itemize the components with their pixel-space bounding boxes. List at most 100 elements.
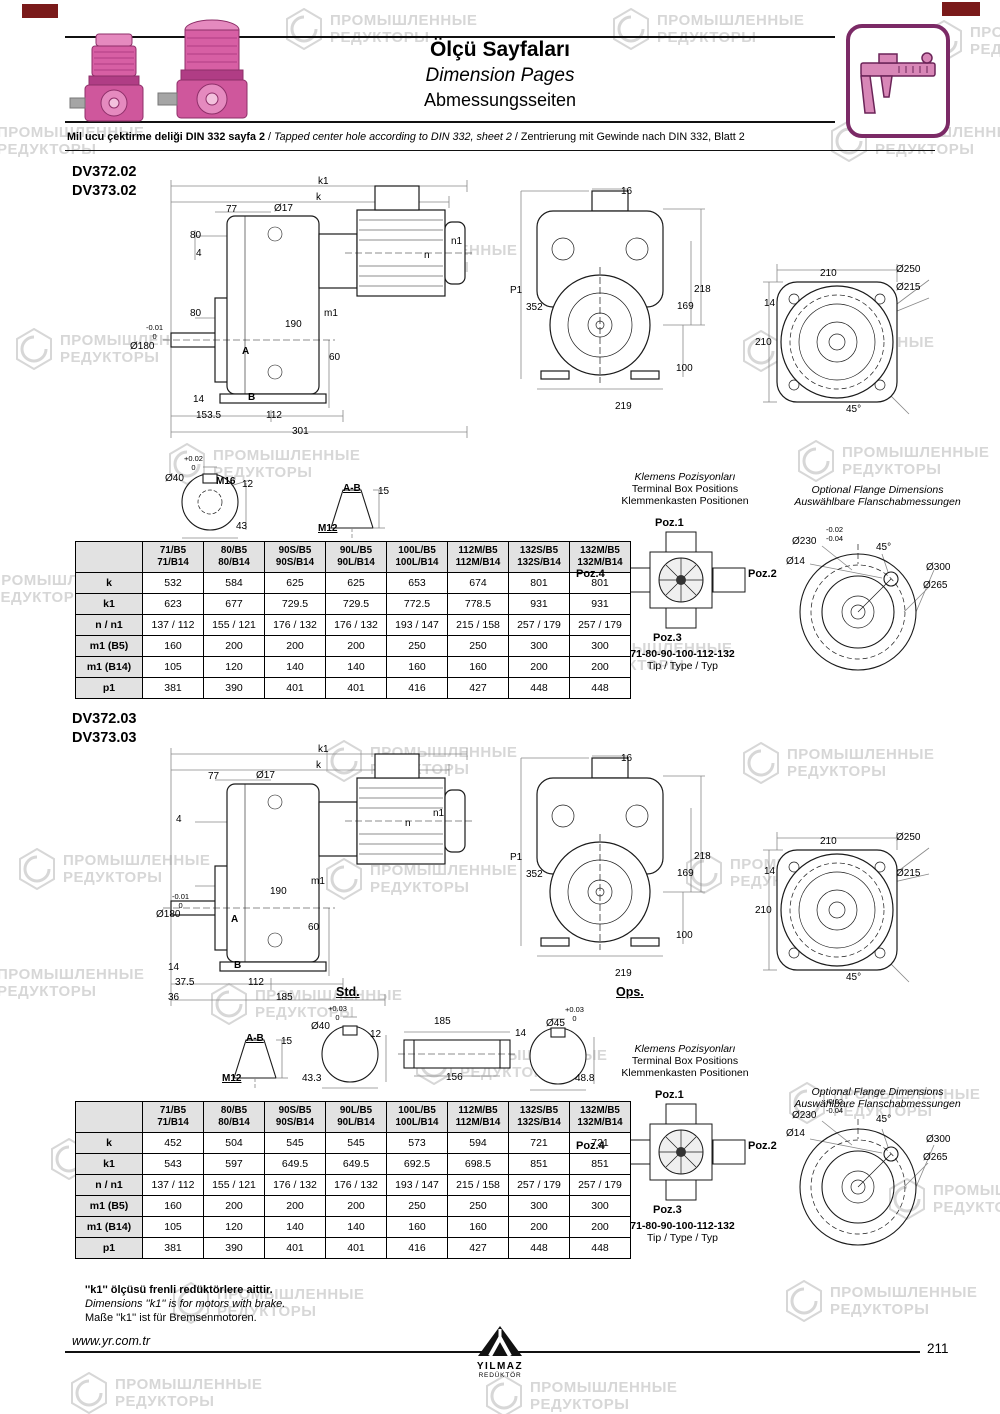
- dim-tol-230: -0.02 -0.04: [826, 525, 844, 543]
- caliper-icon: [860, 52, 936, 114]
- table-cell: 390: [203, 1237, 265, 1259]
- table-cell: 729.5: [264, 593, 326, 615]
- watermark-line2: РЕДУКТОРЫ: [115, 1393, 215, 1410]
- table-cell: 416: [386, 677, 448, 699]
- table-cell: 200: [508, 656, 570, 678]
- table-cell: 625: [264, 572, 326, 594]
- dim-4: 4: [176, 814, 182, 825]
- type-range-label: Tip / Type / Typ: [646, 660, 718, 672]
- dim-352: 352: [526, 302, 543, 313]
- terminal-title-de: Klemmenkasten Positionen: [621, 495, 749, 507]
- dim-p1: P1: [510, 852, 523, 863]
- table-cell: 532: [142, 572, 204, 594]
- watermark-line1: ПРОМЫШЛЕННЫЕ: [970, 23, 1000, 41]
- table-cell: 215 / 158: [447, 1174, 509, 1196]
- dim-o14: Ø14: [786, 1128, 805, 1139]
- table-cell: 448: [569, 677, 631, 699]
- dim-112: 112: [266, 410, 282, 421]
- dim-tol-180: -0.01 0: [172, 892, 190, 910]
- table-cell: 623: [142, 593, 204, 615]
- model-codes-section1: DV372.02 DV373.02: [72, 163, 137, 201]
- dim-o45: Ø45: [546, 1018, 565, 1029]
- dim-m1: m1: [324, 308, 338, 319]
- dim-a-marker: A: [231, 914, 239, 925]
- table-cell: 200: [325, 635, 387, 657]
- shaft-detail-drawing-1: [181, 466, 251, 539]
- website-link[interactable]: www.yr.com.tr: [72, 1334, 151, 1348]
- type-range-values: 71-80-90-100-112-132: [630, 648, 735, 660]
- dim-p1: P1: [510, 285, 523, 296]
- table-cell: 257 / 179: [508, 1174, 570, 1196]
- table-cell: 653: [386, 572, 448, 594]
- dim-12: 12: [242, 479, 254, 490]
- watermark-hexagon-icon: [743, 742, 779, 784]
- watermark-line1: ПРОМЫШЛЕННЫЕ: [830, 1283, 978, 1301]
- dim-15: 15: [281, 1036, 293, 1047]
- dim-o215: Ø215: [896, 282, 921, 293]
- table-cell: 452: [142, 1132, 204, 1154]
- poz2-label: Poz.2: [748, 568, 777, 580]
- dim-45deg-opt: 45°: [876, 542, 892, 553]
- table-cell: 250: [447, 635, 509, 657]
- table-cell: 140: [325, 656, 387, 678]
- dim-o40: Ø40: [311, 1021, 330, 1032]
- table-cell: 160: [447, 1216, 509, 1238]
- dim-b-marker: B: [248, 392, 256, 403]
- table-cell: 155 / 121: [203, 614, 265, 636]
- table-cell: 176 / 132: [264, 1174, 326, 1196]
- dim-tol-40: +0.02 0: [184, 454, 203, 472]
- table-cell: 257 / 179: [508, 614, 570, 636]
- dim-o215: Ø215: [896, 868, 921, 879]
- watermark-line1: ПРОМЫШЛЕННЫЕ: [842, 443, 990, 461]
- model-code: DV372.03: [72, 711, 137, 727]
- table-cell: 250: [386, 635, 448, 657]
- row-label: k: [75, 1132, 143, 1154]
- watermark-hexagon-icon: [19, 848, 55, 890]
- poz3-label: Poz.3: [653, 632, 682, 644]
- table-cell: 597: [203, 1153, 265, 1175]
- table-cell: 200: [264, 1195, 326, 1217]
- watermark-line2: РЕДУКТОРЫ: [842, 461, 942, 478]
- model-codes-section2: DV372.03 DV373.03: [72, 710, 137, 748]
- header-rule-top: [65, 36, 835, 38]
- table-cell: 176 / 132: [264, 614, 326, 636]
- dim-218: 218: [694, 284, 711, 295]
- brand-name: YILMAZ: [476, 1361, 524, 1372]
- dim-4: 4: [196, 248, 202, 259]
- optional-flange-title-de: Auswählbare Flanschabmessungen: [794, 496, 961, 508]
- watermark-line1: ПРОМЫШЛЕННЫЕ: [657, 11, 805, 29]
- dim-190: 190: [270, 886, 287, 897]
- table-cell: 721: [508, 1132, 570, 1154]
- dim-190: 190: [285, 319, 302, 330]
- poz3-label: Poz.3: [653, 1204, 682, 1216]
- ab-section-drawing-2: [233, 1039, 288, 1090]
- model-code: DV373.02: [72, 182, 137, 199]
- dim-36: 36: [168, 992, 180, 1003]
- dim-48-8: 48.8: [575, 1073, 595, 1084]
- flange-view-drawing-2: [763, 832, 930, 983]
- dim-m1: m1: [311, 876, 325, 887]
- dim-k: k: [316, 760, 321, 771]
- dim-45deg-opt: 45°: [876, 1114, 892, 1125]
- table-cell: 401: [325, 677, 387, 699]
- table-cell: 160: [142, 635, 204, 657]
- table-cell: 120: [203, 656, 265, 678]
- watermark-hexagon-icon: [16, 328, 52, 370]
- page-title-tr: Ölçü Sayfaları: [429, 38, 571, 61]
- terminal-title-tr: Klemens Pozisyonları: [634, 1043, 736, 1055]
- table-cell: 250: [386, 1195, 448, 1217]
- page-title-de: Abmessungsseiten: [423, 90, 577, 110]
- page-number: 211: [927, 1341, 949, 1356]
- dim-210-left: 210: [755, 337, 772, 348]
